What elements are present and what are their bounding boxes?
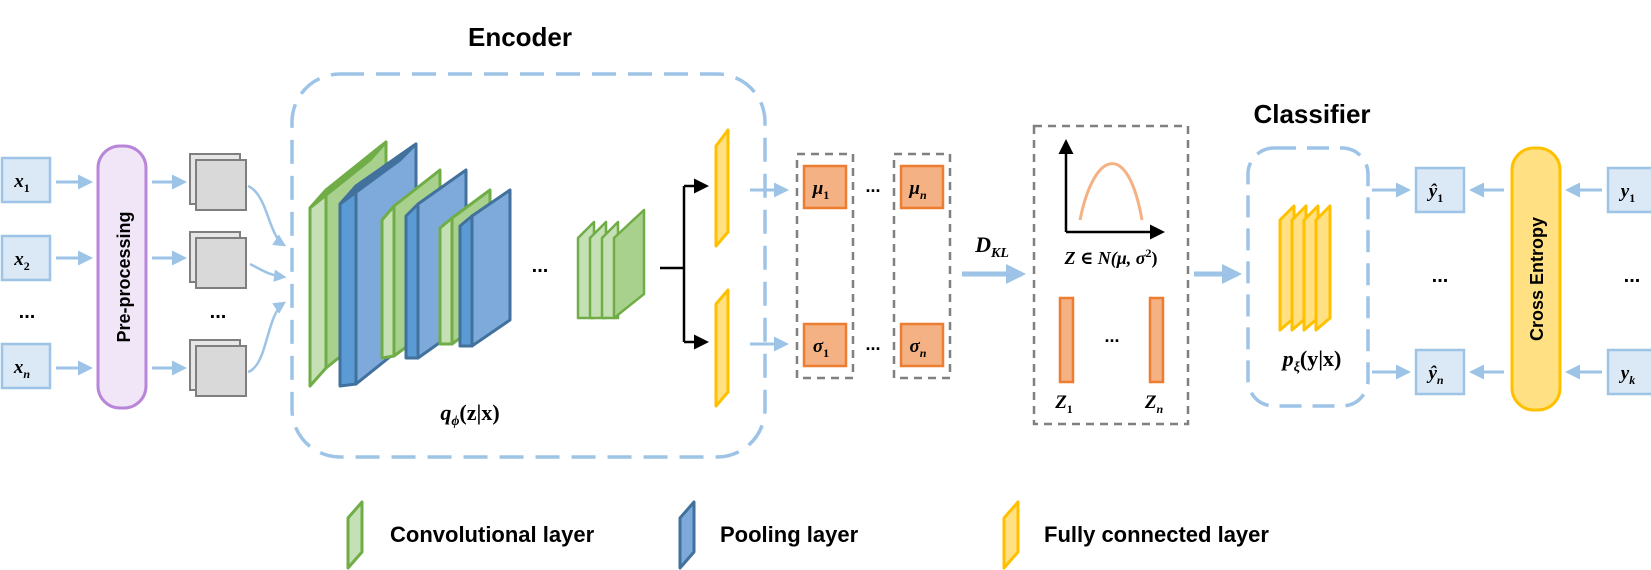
encoder-input-arrows: [247, 184, 287, 374]
gray-stack-2: [189, 231, 247, 289]
classifier-title: Classifier: [1253, 99, 1370, 129]
input-var: x: [13, 249, 24, 270]
final-conv-stack: [576, 208, 646, 320]
encoder-boundary: [290, 72, 767, 459]
label-ellipsis: ...: [1624, 265, 1641, 287]
label-yk: yk: [1606, 348, 1651, 396]
z-first-label: Z1: [1054, 392, 1073, 416]
sigma-last-box: σn: [899, 322, 945, 368]
svg-text:x1: x1: [13, 171, 30, 195]
svg-text:yk: yk: [1619, 363, 1635, 387]
input-x1: x1: [0, 156, 52, 204]
gray-stack-1: [189, 153, 247, 211]
classifier-output-arrows: [1372, 182, 1411, 380]
mu-ellipsis: ...: [865, 176, 880, 196]
input-xn: xn: [0, 342, 52, 390]
svg-text:x2: x2: [13, 249, 30, 273]
preprocessing-arrows: [152, 174, 187, 376]
legend-pooling-label: Pooling layer: [720, 522, 859, 547]
input-sub: n: [23, 367, 30, 381]
fc-layer-sigma: [714, 288, 730, 408]
svg-text:σ1: σ1: [813, 336, 829, 360]
input-var: x: [13, 357, 24, 378]
svg-text:σn: σn: [910, 336, 927, 360]
svg-text:xn: xn: [13, 357, 31, 381]
output-yn: ŷn: [1414, 348, 1466, 396]
input-var: x: [13, 171, 24, 192]
preprocessing-label: Pre-processing: [114, 211, 134, 342]
legend-conv-label: Convolutional layer: [390, 522, 595, 547]
fc-output-arrows: [750, 182, 789, 352]
legend-fc-label: Fully connected layer: [1044, 522, 1269, 547]
branch-arrows: [660, 178, 709, 350]
gaussian-curve: [1078, 162, 1144, 221]
fc-layer-mu: [714, 128, 730, 248]
distribution-plot: [1058, 139, 1165, 240]
svg-text:μn: μn: [908, 178, 927, 202]
legend-conv: Convolutional layer: [346, 500, 595, 570]
mu-last-box: μn: [899, 164, 945, 210]
input-ellipsis: ...: [19, 301, 36, 323]
svg-text:μ1: μ1: [812, 178, 830, 202]
z-ellipsis: ...: [1104, 326, 1119, 346]
z-last-bar: [1148, 296, 1165, 384]
ce-to-output-arrows: [1469, 182, 1504, 380]
legend-fc: Fully connected layer: [1002, 500, 1269, 570]
classifier-formula: pξ(y|x): [1281, 346, 1342, 375]
latent-box: [1032, 124, 1190, 426]
output-ellipsis: ...: [1432, 265, 1449, 287]
cross-entropy-block: Cross Entropy: [1510, 146, 1562, 412]
stack-ellipsis: ...: [210, 301, 227, 323]
legend: Convolutional layer Pooling layer Fully …: [346, 500, 1269, 570]
encoder-formula: qϕ(z|x): [440, 400, 499, 429]
sigma-ellipsis: ...: [865, 334, 880, 354]
preprocessing-block: Pre-processing: [96, 144, 148, 410]
classifier-fc-layers: [1278, 204, 1332, 332]
mu-sigma-box-last: [892, 152, 952, 380]
svg-text:y1: y1: [1619, 181, 1635, 205]
input-x2: x2: [0, 234, 52, 282]
z-first-bar: [1058, 296, 1075, 384]
label-arrows: [1565, 182, 1602, 380]
pooling-layer: [458, 188, 512, 348]
input-arrows: [56, 174, 93, 376]
z-last-label: Zn: [1144, 392, 1164, 416]
cross-entropy-label: Cross Entropy: [1527, 217, 1547, 341]
gray-stack-3: [189, 339, 247, 397]
encoder-ellipsis: ...: [532, 255, 549, 277]
mu-sigma-box-first: [795, 152, 855, 380]
legend-pooling: Pooling layer: [678, 500, 859, 570]
output-y1: ŷ1: [1414, 166, 1466, 214]
input-sub: 1: [24, 181, 30, 195]
svg-text:ŷn: ŷn: [1426, 363, 1443, 387]
mu-first-box: μ1: [802, 164, 848, 210]
svg-text:ŷ1: ŷ1: [1427, 181, 1443, 205]
classifier-boundary: [1246, 146, 1370, 408]
encoder-layers: [308, 140, 512, 388]
distribution-label: Z ∈ N(μ, σ2): [1063, 246, 1157, 269]
label-y1: y1: [1606, 166, 1651, 214]
sigma-first-box: σ1: [802, 322, 848, 368]
encoder-title: Encoder: [468, 22, 572, 52]
input-sub: 2: [24, 259, 30, 273]
kl-divergence-label: DKL: [974, 232, 1009, 261]
